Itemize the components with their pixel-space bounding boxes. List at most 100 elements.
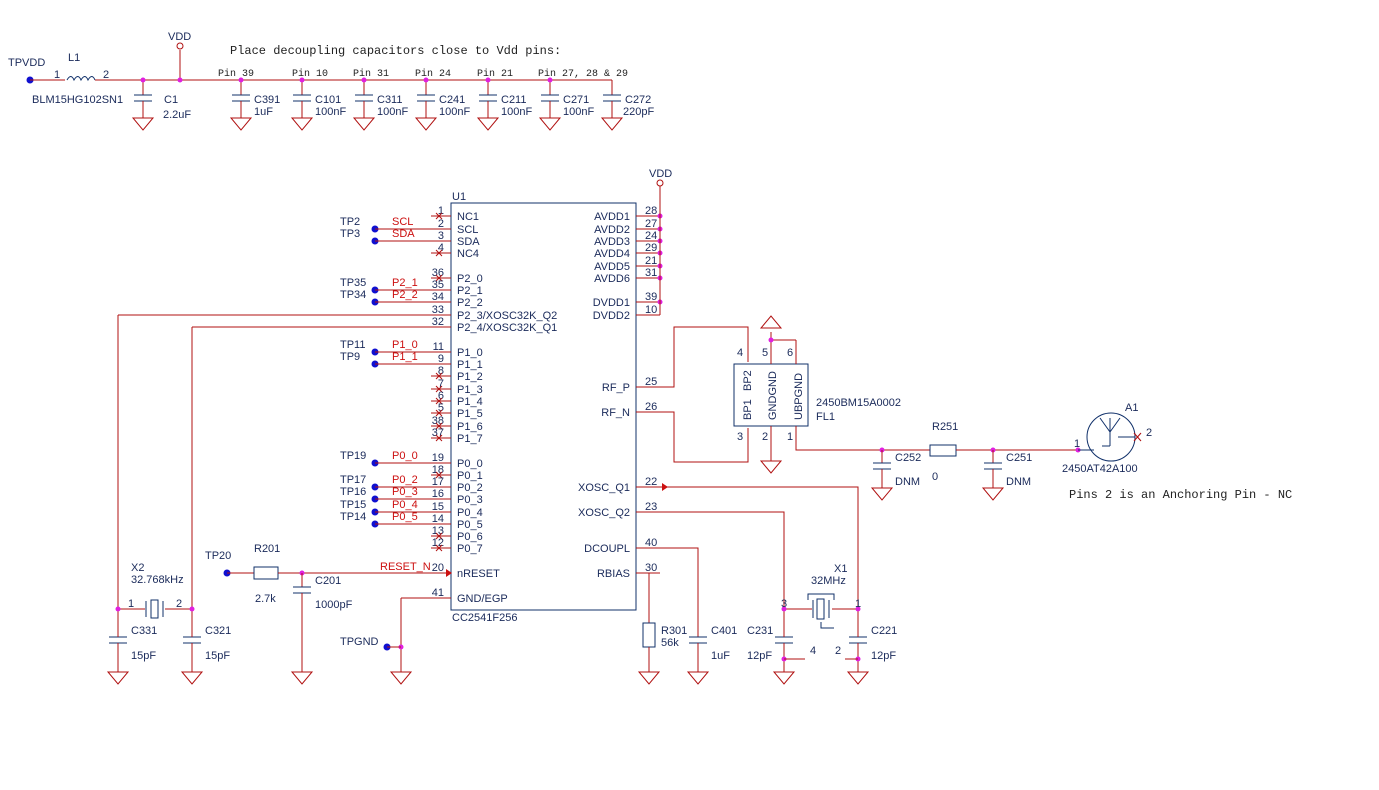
c1-value: 2.2uF xyxy=(163,109,191,121)
c211-pin: Pin 21 xyxy=(477,68,513,80)
crystal-x1 xyxy=(807,593,835,629)
ant-pin2: 2 xyxy=(1146,427,1152,439)
x1-pin1: 1 xyxy=(855,598,861,610)
c252-ref: C252 xyxy=(895,452,921,464)
pin-name-right: DCOUPL xyxy=(584,543,630,555)
c201-ref: C201 xyxy=(315,575,341,587)
test-point-label: TP2 xyxy=(340,216,360,228)
balun-pn2: 2 xyxy=(762,431,768,443)
l1-ref: L1 xyxy=(68,52,80,64)
chip-part: CC2541F256 xyxy=(452,612,517,624)
cap-c1: C1 2.2uF xyxy=(132,77,191,131)
x2-ref: X2 xyxy=(131,562,144,574)
test-point-net: P2_1 xyxy=(392,277,418,289)
c231-ref: C231 xyxy=(747,625,773,637)
c101-value: 100nF xyxy=(315,106,346,118)
x1-pin3: 3 xyxy=(781,598,787,610)
pin-num-right: 40 xyxy=(645,537,657,549)
pin-name-right: DVDD2 xyxy=(593,310,630,322)
nc-marker xyxy=(435,385,443,393)
test-point-net: SDA xyxy=(392,228,415,240)
pin-num-right: 25 xyxy=(645,376,657,388)
r251-ref: R251 xyxy=(932,421,958,433)
test-point-net: P0_4 xyxy=(392,499,418,511)
cap-c391: Pin 39 C391 1uF xyxy=(218,68,280,131)
pin-name-left: P1_1 xyxy=(457,359,483,371)
pin-name-left: NC4 xyxy=(457,248,479,260)
nc-marker xyxy=(435,409,443,417)
pin-num-left: 9 xyxy=(438,353,444,365)
c241-value: 100nF xyxy=(439,106,470,118)
c321-ref: C321 xyxy=(205,625,231,637)
pin-name-right: AVDD2 xyxy=(594,224,630,236)
ant-ref: A1 xyxy=(1125,402,1138,414)
c101-pin: Pin 10 xyxy=(292,68,328,80)
c251-value: DNM xyxy=(1006,476,1031,488)
pin-num-right: 27 xyxy=(645,218,657,230)
cap-c311: Pin 31 C311 100nF xyxy=(353,68,408,131)
c252-value: DNM xyxy=(895,476,920,488)
resistor-r301 xyxy=(642,622,656,648)
c311-ref: C311 xyxy=(377,94,402,106)
test-point-net: P0_3 xyxy=(392,486,418,498)
test-point-label: TP35 xyxy=(340,277,366,289)
pin-num-left: 41 xyxy=(432,587,444,599)
x1-pin4: 4 xyxy=(810,645,816,657)
c272-value: 220pF xyxy=(623,106,654,118)
x1-ref: X1 xyxy=(834,563,847,575)
test-point-net: P1_1 xyxy=(392,351,418,363)
pin-name-left: P1_7 xyxy=(457,433,483,445)
pin-num-right: 31 xyxy=(645,267,657,279)
tpgnd-label: TPGND xyxy=(340,636,379,648)
pin-num-left: 11 xyxy=(433,341,444,353)
balun-pn5: 5 xyxy=(762,347,768,359)
pin-num-left: 16 xyxy=(432,488,444,500)
pin-name-left: P0_4 xyxy=(457,507,483,519)
vdd-chip-label: VDD xyxy=(649,168,672,180)
pin-num-left: 3 xyxy=(438,230,444,242)
test-point-net: P0_0 xyxy=(392,450,418,462)
c391-ref: C391 xyxy=(254,94,280,106)
c271-pin: Pin 27, 28 & 29 xyxy=(538,68,628,80)
test-point-label: TP17 xyxy=(340,474,366,486)
test-point-net: P1_0 xyxy=(392,339,418,351)
balun-pn1: 1 xyxy=(787,431,793,443)
test-point-label: TP9 xyxy=(340,351,360,363)
pin-name-left: P2_4/XOSC32K_Q1 xyxy=(457,322,557,334)
pin-num-right: 21 xyxy=(645,255,657,267)
pin-name-right: XOSC_Q1 xyxy=(578,482,630,494)
c391-value: 1uF xyxy=(254,106,273,118)
pin-name-right: XOSC_Q2 xyxy=(578,507,630,519)
c241-ref: C241 xyxy=(439,94,465,106)
test-point-net: P0_2 xyxy=(392,474,418,486)
pin-name-right: AVDD3 xyxy=(594,236,630,248)
nc-marker xyxy=(435,471,443,479)
pin-name-left: P1_0 xyxy=(457,347,483,359)
pin-num-left: 7 xyxy=(438,378,444,390)
tpvdd-label: TPVDD xyxy=(8,57,45,69)
r201-value: 2.7k xyxy=(255,593,276,605)
balun-pn4: 4 xyxy=(737,347,743,359)
tp20-label: TP20 xyxy=(205,550,231,562)
pin-name-left: P1_2 xyxy=(457,371,483,383)
nc-marker xyxy=(435,532,443,540)
c101-ref: C101 xyxy=(315,94,341,106)
c391-pin: Pin 39 xyxy=(218,68,254,80)
pin-num-left: 35 xyxy=(432,279,444,291)
cap-c101: Pin 10 C101 100nF xyxy=(291,68,346,131)
c311-pin: Pin 31 xyxy=(353,68,389,80)
pin-name-left: P2_0 xyxy=(457,273,483,285)
nc-marker xyxy=(435,397,443,405)
pin-num-left: 17 xyxy=(432,476,444,488)
pin-name-left: P1_3 xyxy=(457,384,483,396)
c331-ref: C331 xyxy=(131,625,157,637)
l1-value: BLM15HG102SN1 xyxy=(32,94,123,106)
resistor-r201 xyxy=(253,566,279,580)
pin-name-left: GND/EGP xyxy=(457,593,508,605)
c211-value: 100nF xyxy=(501,106,532,118)
pin-num-left: 33 xyxy=(432,304,444,316)
pin-name-left: P0_7 xyxy=(457,543,483,555)
antenna-icon xyxy=(1078,412,1142,462)
